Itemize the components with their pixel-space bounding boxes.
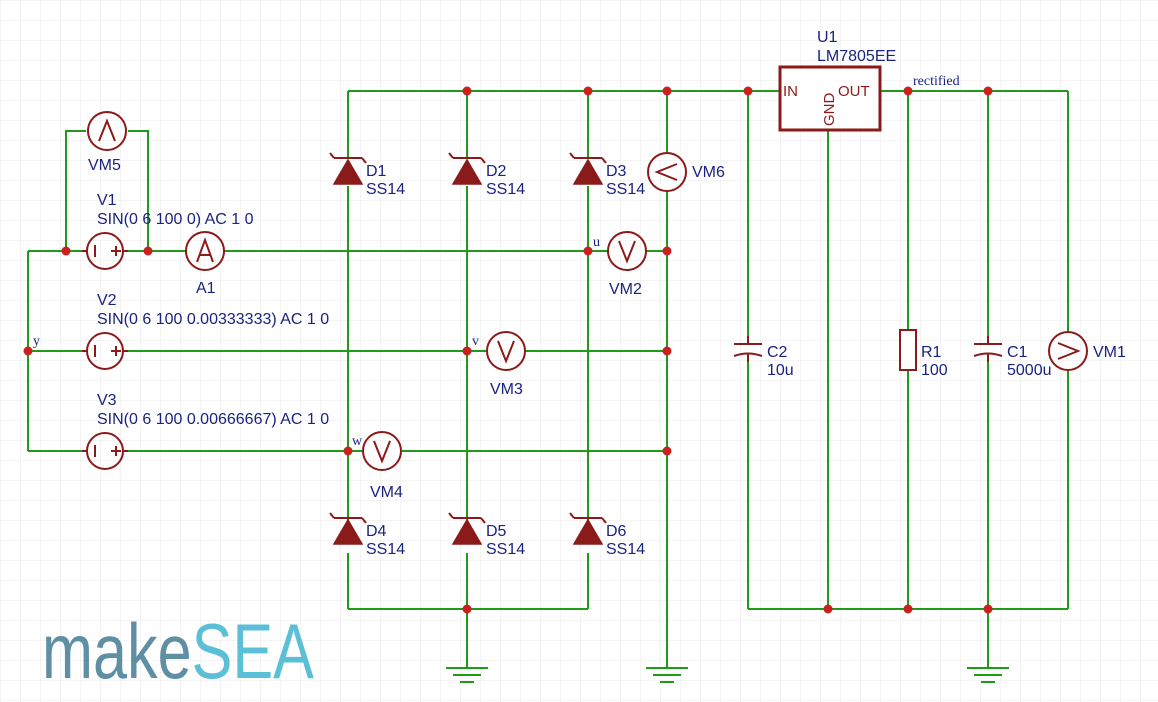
voltmeter-vm1-ref: VM1 <box>1093 344 1126 361</box>
resistor-r1-value: 100 <box>921 362 948 379</box>
diode-d3-value: SS14 <box>606 181 645 198</box>
voltage-source-v3-value: SIN(0 6 100 0.00666667) AC 1 0 <box>97 411 329 428</box>
voltmeter-vm5-ref: VM5 <box>88 157 121 174</box>
net-label-v: v <box>472 334 479 349</box>
diode-d5-value: SS14 <box>486 541 525 558</box>
regulator-pin-in: IN <box>783 83 798 100</box>
voltmeter-vm3-ref: VM3 <box>490 381 523 398</box>
voltage-source-v1[interactable]: V1 SIN(0 6 100 0) AC 1 0 <box>82 192 254 270</box>
ground-symbol <box>446 667 488 683</box>
diode-d1[interactable]: D1 SS14 <box>329 152 405 198</box>
capacitor-c2-ref: C2 <box>767 344 788 361</box>
resistor-r1-ref: R1 <box>921 344 942 361</box>
ground-symbol <box>646 667 688 683</box>
voltage-source-v1-value: SIN(0 6 100 0) AC 1 0 <box>97 211 254 228</box>
net-label-rectified: rectified <box>913 74 960 89</box>
voltmeter-vm5[interactable]: VM5 <box>87 111 127 174</box>
regulator-pin-out: OUT <box>838 83 870 100</box>
diode-d6[interactable]: D6 SS14 <box>569 512 645 558</box>
diode-d6-ref: D6 <box>606 523 627 540</box>
voltmeter-vm6-ref: VM6 <box>692 164 725 181</box>
diode-d1-value: SS14 <box>366 181 405 198</box>
voltmeter-vm6[interactable]: VM6 <box>647 152 725 192</box>
voltage-source-v2-value: SIN(0 6 100 0.00333333) AC 1 0 <box>97 311 329 328</box>
voltmeter-vm4-ref: VM4 <box>370 484 403 501</box>
ammeter-a1[interactable]: A1 <box>185 231 225 297</box>
net-label-y: y <box>33 334 40 349</box>
voltmeter-vm1[interactable]: VM1 <box>1048 331 1126 371</box>
voltage-source-v1-ref: V1 <box>97 192 117 209</box>
logo-make: make <box>42 607 192 695</box>
diode-d4-value: SS14 <box>366 541 405 558</box>
resistor-r1[interactable]: R1 100 <box>899 329 948 379</box>
diode-d3-ref: D3 <box>606 163 627 180</box>
ground-symbol <box>967 667 1009 683</box>
voltmeter-vm2[interactable]: VM2 <box>607 231 647 298</box>
voltmeter-vm4[interactable]: VM4 <box>362 431 403 501</box>
voltmeter-vm2-ref: VM2 <box>609 281 642 298</box>
diode-d4-ref: D4 <box>366 523 387 540</box>
diode-d2[interactable]: D2 SS14 <box>448 152 525 198</box>
diode-d1-ref: D1 <box>366 163 387 180</box>
diode-d4[interactable]: D4 SS14 <box>329 512 405 558</box>
junctions <box>23 86 993 614</box>
diode-d3[interactable]: D3 SS14 <box>569 152 645 198</box>
voltage-source-v3[interactable]: V3 SIN(0 6 100 0.00666667) AC 1 0 <box>82 392 329 470</box>
voltage-source-v2[interactable]: V2 SIN(0 6 100 0.00333333) AC 1 0 <box>82 292 329 370</box>
voltage-source-v2-ref: V2 <box>97 292 117 309</box>
ammeter-a1-ref: A1 <box>196 280 216 297</box>
regulator-u1-value: LM7805EE <box>817 48 896 65</box>
capacitor-c1-value: 5000u <box>1007 362 1052 379</box>
makesea-logo: makeSEA <box>42 607 314 695</box>
diode-d6-value: SS14 <box>606 541 645 558</box>
net-label-w: w <box>352 434 363 449</box>
voltmeter-vm3[interactable]: VM3 <box>486 331 526 398</box>
diode-d5[interactable]: D5 SS14 <box>448 512 525 558</box>
capacitor-c2[interactable]: C2 10u <box>733 336 794 379</box>
diode-d5-ref: D5 <box>486 523 507 540</box>
logo-sea: SEA <box>192 607 314 695</box>
diode-d2-value: SS14 <box>486 181 525 198</box>
regulator-pin-gnd: GND <box>821 93 838 127</box>
diode-d2-ref: D2 <box>486 163 507 180</box>
capacitor-c1-ref: C1 <box>1007 344 1028 361</box>
regulator-u1[interactable]: IN OUT GND U1 LM7805EE <box>778 29 896 132</box>
capacitor-c1[interactable]: C1 5000u <box>973 336 1052 379</box>
regulator-u1-ref: U1 <box>817 29 838 46</box>
capacitor-c2-value: 10u <box>767 362 794 379</box>
net-label-u: u <box>593 235 600 250</box>
voltage-source-v3-ref: V3 <box>97 392 117 409</box>
